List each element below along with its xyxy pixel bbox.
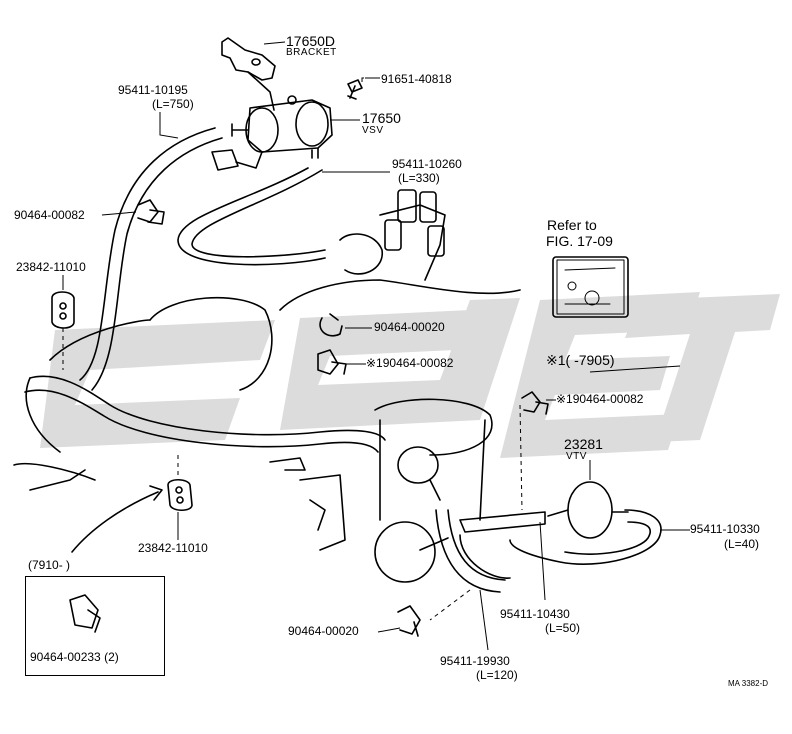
label-hose-40-part: 95411-10330 <box>690 522 760 536</box>
hose-95411-10330 <box>509 509 662 565</box>
label-note-range: ※1( -7905) <box>546 352 615 368</box>
clip-90464-00082-right <box>521 391 549 415</box>
clamp-23842-bottom <box>167 478 193 512</box>
distributor <box>339 189 446 281</box>
label-vsv-part: 17650 <box>362 110 401 126</box>
clamp-23842-top <box>51 291 75 329</box>
label-inset-range: (7910- ) <box>28 558 71 572</box>
hose-95411-10195 <box>79 127 223 391</box>
label-clip-top: 90464-00082 <box>14 208 85 222</box>
label-hose-120-len: (L=120) <box>476 668 518 682</box>
label-clamp-left-bottom: 23842-11010 <box>138 541 208 555</box>
clip-90464-00233-inset <box>69 594 101 633</box>
clip-90464-00020-mid <box>319 313 343 337</box>
inset-arrow <box>71 485 163 553</box>
bracket-17650d <box>221 37 276 111</box>
label-clip-right: ※190464-00082 <box>556 392 644 406</box>
hose-95411-10430 <box>459 511 546 579</box>
leader-bolt <box>361 77 364 82</box>
dash-right <box>519 404 523 511</box>
label-hose-330-len: (L=330) <box>398 171 440 185</box>
label-vtv-part: 23281 <box>564 436 603 452</box>
dash-bottom <box>429 589 471 621</box>
label-bolt-part: 91651-40818 <box>381 72 452 86</box>
hose-95411-10260 <box>177 167 326 266</box>
engine-outline <box>13 279 521 551</box>
leader-clip-bottom <box>377 627 401 633</box>
inset-box <box>25 576 165 676</box>
label-refer-line2: FIG. 17-09 <box>546 233 613 249</box>
label-clip-mid: 90464-00020 <box>374 320 445 334</box>
label-vtv-name: VTV <box>566 451 587 462</box>
label-bracket-part: 17650D <box>286 33 336 49</box>
label-hose-120-part: 95411-19930 <box>440 654 510 668</box>
label-bracket-name: BRACKET <box>286 47 337 58</box>
watermark-logo <box>40 292 780 458</box>
label-hose-750-len: (L=750) <box>152 97 194 111</box>
vsv-valve <box>211 95 333 171</box>
refer-thumbnail <box>552 256 629 318</box>
label-code: MA 3382-D <box>728 679 769 688</box>
leader-50 <box>539 521 546 601</box>
leader-clip-top <box>101 211 137 216</box>
vacuum-units <box>374 446 449 583</box>
note-underline <box>589 365 681 373</box>
label-refer-line1: Refer to <box>547 217 597 233</box>
clip-90464-00082-top <box>137 199 165 225</box>
label-vsv-name: VSV <box>362 125 384 136</box>
label-hose-50-len: (L=50) <box>545 621 581 635</box>
label-clamp-left-top: 23842-11010 <box>16 260 86 274</box>
leader-bracket <box>263 41 286 45</box>
bolt-91651 <box>347 79 363 100</box>
label-inset-clip: 90464-00233 (2) <box>30 650 119 664</box>
vtv-valve <box>547 481 629 539</box>
label-clip-bottom: 90464-00020 <box>288 624 359 638</box>
leader-750 <box>159 112 179 139</box>
leader-120 <box>479 589 489 651</box>
label-hose-40-len: (L=40) <box>724 537 760 551</box>
long-tube <box>24 375 386 453</box>
label-hose-50-part: 95411-10430 <box>500 607 570 621</box>
clip-90464-00020-bottom <box>397 605 421 637</box>
label-hose-750-part: 95411-10195 <box>118 83 188 97</box>
label-hose-330-part: 95411-10260 <box>392 157 462 171</box>
hose-95411-19930 <box>435 509 506 593</box>
label-clip-mid2: ※190464-00082 <box>366 356 454 370</box>
